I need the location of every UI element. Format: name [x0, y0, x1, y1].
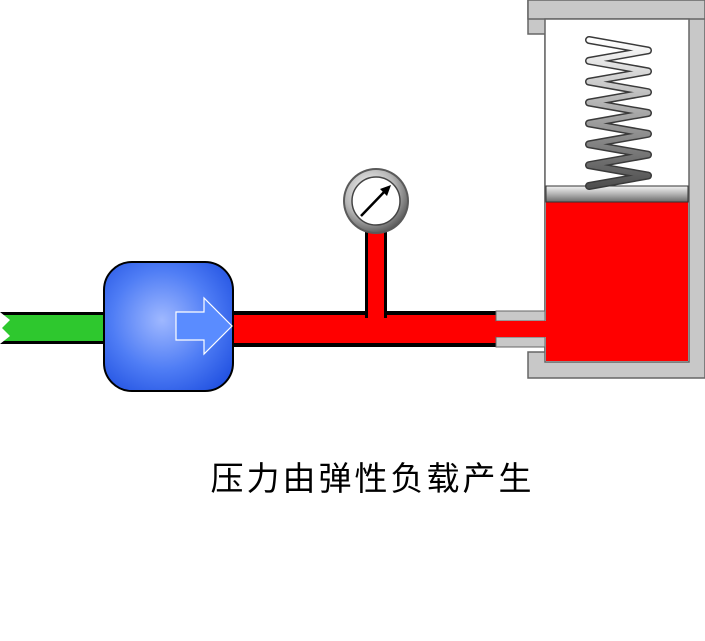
pressure-gauge-icon	[343, 168, 409, 234]
spring-icon	[585, 36, 652, 190]
piston	[545, 185, 689, 203]
diagram-caption: 压力由弹性负载产生	[210, 459, 535, 498]
gauge-riser	[365, 228, 387, 343]
pump-icon	[103, 261, 234, 392]
cylinder-icon	[495, 0, 705, 379]
arrow-right-icon	[175, 296, 233, 356]
supply-line	[0, 312, 108, 344]
